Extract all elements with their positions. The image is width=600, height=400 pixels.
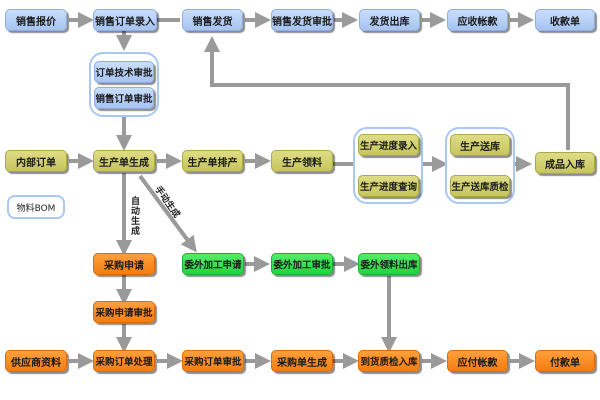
node-receivable[interactable]: 应收帐款 (447, 9, 508, 31)
node-internal-order[interactable]: 内部订单 (5, 150, 67, 172)
node-progress-query[interactable]: 生产进度查询 (358, 175, 419, 197)
node-sales-order-entry[interactable]: 销售订单录入 (93, 9, 157, 31)
node-outbound[interactable]: 发货出库 (359, 9, 420, 31)
node-tech-approval[interactable]: 订单技术审批 (94, 61, 154, 83)
node-outsourcing-request[interactable]: 委外加工申请 (182, 253, 244, 275)
node-arrival-qc[interactable]: 到货质检入库 (358, 350, 420, 372)
node-material-pick[interactable]: 生产领料 (271, 150, 333, 172)
node-outsourcing-approval[interactable]: 委外加工审批 (271, 253, 333, 275)
node-production-generate[interactable]: 生产单生成 (93, 150, 155, 172)
node-payment[interactable]: 付款单 (535, 350, 595, 372)
node-purchase-order-approval[interactable]: 采购订单审批 (182, 350, 244, 372)
node-purchase-order-process[interactable]: 采购订单处理 (93, 350, 155, 372)
node-purchase-request-approval[interactable]: 采购申请审批 (93, 301, 155, 323)
node-sales-delivery-approval[interactable]: 销售发货审批 (271, 9, 333, 31)
node-sales-delivery[interactable]: 销售发货 (182, 9, 243, 31)
node-finished-stock[interactable]: 成品入库 (535, 152, 595, 174)
node-purchase-request[interactable]: 采购申请 (93, 253, 155, 275)
node-receipt[interactable]: 收款单 (535, 9, 595, 31)
node-sales-quote[interactable]: 销售报价 (5, 9, 67, 31)
node-production-schedule[interactable]: 生产单排产 (182, 150, 243, 172)
arrow (204, 36, 570, 150)
node-progress-entry[interactable]: 生产进度录入 (358, 134, 419, 156)
arrow (138, 174, 197, 253)
node-payable[interactable]: 应付帐款 (447, 350, 508, 372)
node-supplier[interactable]: 供应商资料 (5, 350, 67, 372)
node-purchase-order-generate[interactable]: 采购单生成 (271, 350, 333, 372)
node-delivery-to-stock[interactable]: 生产送库 (450, 134, 510, 156)
node-outsourcing-material-out[interactable]: 委外领料出库 (358, 253, 420, 275)
node-order-approval[interactable]: 销售订单审批 (94, 87, 154, 109)
node-delivery-qc[interactable]: 生产送库质检 (450, 175, 510, 197)
node-bom[interactable]: 物料BOM (7, 195, 65, 219)
auto-generate-label: 自动生成 (129, 196, 139, 236)
